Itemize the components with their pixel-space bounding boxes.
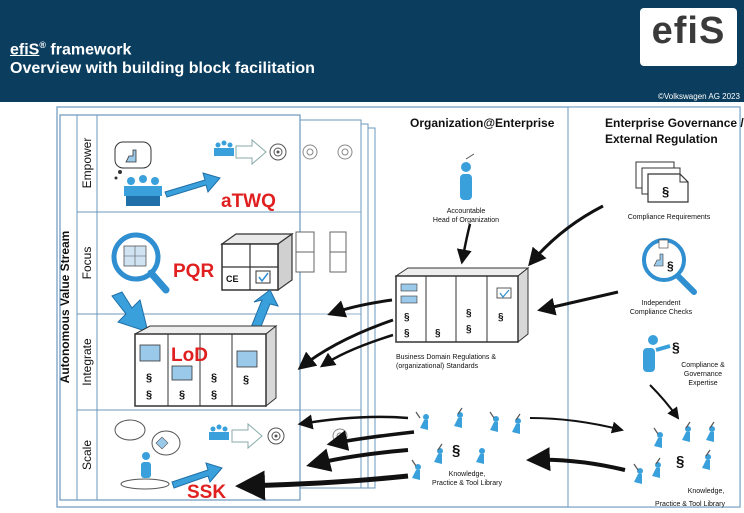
- arrow-checks-to-regulations: [537, 290, 619, 316]
- arrow-head-to-regulations: [456, 223, 472, 265]
- governance-heading-line1: Enterprise Governance /: [605, 116, 744, 130]
- integration-table: § § § § § §: [134, 324, 278, 408]
- section-symbol: §: [466, 308, 472, 319]
- focus-down-arrow: [111, 291, 149, 333]
- section-symbol: §: [146, 389, 152, 401]
- arrow-expertise-to-library: [649, 384, 680, 420]
- target-icon: [267, 427, 285, 445]
- page-subtitle: Overview with building block facilitatio…: [10, 60, 315, 77]
- thinking-cloud-icon: [114, 419, 181, 456]
- section-symbol: §: [404, 328, 410, 339]
- atwq-label: aTWQ: [221, 191, 276, 212]
- target-icon: [337, 144, 353, 160]
- organization-heading: Organization@Enterprise: [410, 116, 555, 130]
- efis-logo: efiS: [640, 8, 737, 66]
- checks-label-line2: Compliance Checks: [630, 309, 693, 316]
- compliance-check-magnifier-icon: §: [642, 238, 697, 295]
- team-people-icon: [124, 175, 162, 206]
- person-icon: [120, 452, 170, 490]
- value-stream-axis-label: Autonomous Value Stream: [58, 231, 72, 384]
- section-symbol: §: [466, 324, 472, 335]
- gov-library-label-line2: Practice & Tool Library: [655, 501, 725, 508]
- section-symbol: §: [243, 374, 249, 386]
- arrow-library-to-scale-1: [297, 414, 409, 430]
- arrow-regulations-to-integrate: [297, 318, 394, 370]
- target-icon: [269, 143, 287, 161]
- head-of-organization-icon: [460, 153, 475, 200]
- connector-arrows: [235, 204, 680, 501]
- head-label-line1: Accountable: [447, 208, 486, 215]
- section-symbol: §: [435, 328, 441, 339]
- section-symbol: §: [672, 339, 680, 355]
- section-symbol: §: [179, 389, 185, 401]
- copyright-text: ©Volkswagen AG 2023: [658, 92, 740, 101]
- title-rest: framework: [45, 41, 132, 59]
- arrow-library-to-governance: [529, 417, 624, 434]
- org-library-label-line2: Practice & Tool Library: [432, 480, 502, 487]
- gov-library-label-line1: Knowledge,: [688, 488, 725, 495]
- empower-outline-arrow: [235, 138, 267, 166]
- arrow-regulations-to-back: [319, 333, 394, 368]
- org-library-label-line1: Knowledge,: [449, 471, 486, 478]
- magnifier-icon: [111, 232, 170, 294]
- ce-mark: CE: [226, 274, 239, 284]
- section-symbol: §: [211, 389, 217, 401]
- expertise-label-line1: Compliance &: [681, 362, 725, 369]
- section-symbol: §: [662, 184, 669, 199]
- governance-practitioners-icon: §: [633, 421, 715, 484]
- practitioners-group-icon: §: [411, 407, 521, 480]
- section-symbol: §: [667, 259, 674, 273]
- expertise-label-line3: Expertise: [688, 380, 717, 387]
- scale-outline-arrow: [231, 422, 263, 450]
- row-label-empower: Empower: [80, 138, 94, 189]
- section-symbol: §: [452, 442, 460, 459]
- scale-blue-arrow: [171, 462, 223, 489]
- arrow-governance-library-to-org: [526, 447, 626, 472]
- arrow-library-to-ssk: [235, 470, 409, 501]
- empower-blue-arrow: [164, 172, 221, 198]
- team-small-icon: [214, 140, 234, 156]
- row-label-scale: Scale: [80, 440, 94, 470]
- ssk-label: SSK: [187, 482, 226, 503]
- team-small-icon: [209, 424, 229, 440]
- header-banner: [0, 0, 744, 102]
- grid-icon: [295, 231, 347, 273]
- section-symbol: §: [676, 453, 684, 470]
- team-thinking-icon: [114, 141, 152, 180]
- requirements-label: Compliance Requirements: [628, 214, 711, 221]
- lod-label: LoD: [171, 345, 208, 366]
- business-regulations-table: § § § § § §: [394, 266, 530, 344]
- arrow-library-to-scale-2: [326, 430, 415, 451]
- section-symbol: §: [404, 312, 410, 323]
- arrow-requirements-to-regulations: [528, 204, 604, 267]
- governance-heading-line2: External Regulation: [605, 132, 718, 146]
- expert-icon: §: [643, 335, 680, 372]
- arrow-regulations-to-sheet: [327, 298, 393, 318]
- compliance-documents-icon: §: [635, 161, 689, 203]
- checks-label-line1: Independent: [642, 300, 681, 307]
- row-label-focus: Focus: [80, 247, 94, 280]
- pqr-label: PQR: [173, 261, 214, 282]
- expertise-label-line2: Governance: [684, 371, 722, 378]
- section-symbol: §: [211, 372, 217, 384]
- logo-text: efiS: [651, 10, 726, 52]
- regulations-label-line2: (organizational) Standards: [396, 363, 479, 370]
- regulations-label-line1: Business Domain Regulations &: [396, 354, 496, 361]
- head-label-line2: Head of Organization: [433, 217, 499, 224]
- page-title: efiS® framework: [10, 40, 132, 59]
- target-icon: [302, 144, 318, 160]
- arrow-library-to-scale-3: [306, 448, 409, 472]
- product-cube-icon: CE: [220, 232, 294, 292]
- section-symbol: §: [146, 372, 152, 384]
- title-brand: efiS: [10, 41, 40, 59]
- row-label-integrate: Integrate: [80, 338, 94, 386]
- section-symbol: §: [498, 312, 504, 323]
